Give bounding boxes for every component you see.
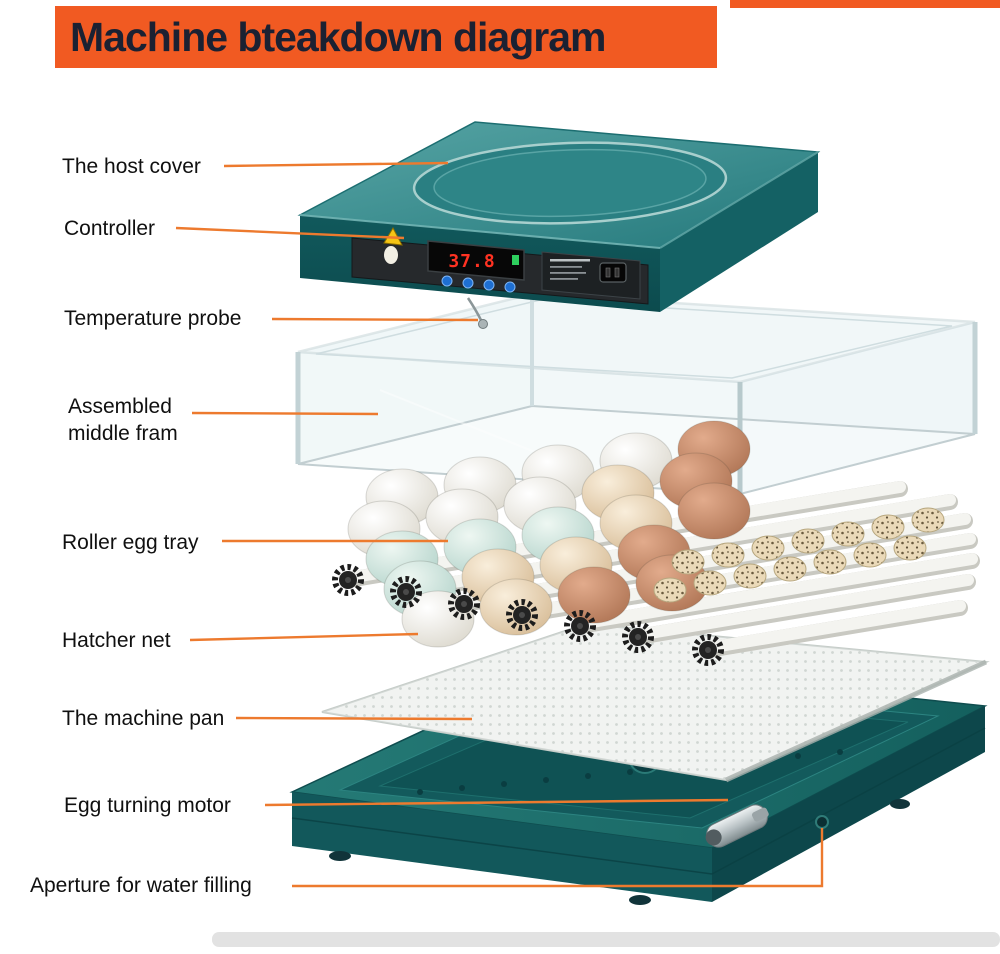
- leader-aperture: [292, 828, 824, 888]
- led-value: 37.8: [448, 251, 495, 272]
- middle-frame: [295, 292, 978, 496]
- roller-gears: [332, 564, 724, 666]
- water-filling-aperture: [815, 815, 829, 829]
- led-green-indicator: [512, 255, 519, 265]
- label-middle-frame-line1: Assembled: [68, 395, 172, 418]
- label-middle-frame-line2: middle fram: [68, 422, 178, 446]
- spec-plate: [541, 251, 641, 300]
- leader-egg-turning-motor: [264, 798, 729, 807]
- label-hatcher-net: Hatcher net: [62, 629, 171, 652]
- banner-top-strip: [730, 0, 1000, 8]
- hatcher-net: [321, 622, 990, 783]
- controller-panel: 37.8: [351, 226, 649, 305]
- pan-foot: [329, 851, 351, 861]
- label-controller: Controller: [64, 217, 156, 240]
- power-socket: [599, 262, 627, 283]
- pan-foot: [890, 799, 910, 809]
- leader-machine-pan: [235, 716, 473, 721]
- label-roller-egg-tray: Roller egg tray: [62, 531, 199, 554]
- label-egg-turning-motor: Egg turning motor: [64, 794, 231, 817]
- page-title: Machine bteakdown diagram: [70, 13, 606, 60]
- leader-controller: [175, 226, 405, 240]
- egg-turning-motor: [705, 804, 769, 848]
- roller-egg-tray: [332, 420, 980, 666]
- leader-hatcher-net: [189, 632, 419, 642]
- egg-icon: [384, 246, 398, 264]
- ground-shadow: [212, 932, 1000, 947]
- pan-foot: [629, 895, 651, 905]
- led-display: 37.8: [427, 240, 525, 281]
- temperature-probe: [466, 297, 488, 329]
- eggs-quail: [653, 507, 945, 603]
- control-buttons: [441, 275, 516, 293]
- label-aperture: Aperture for water filling: [30, 874, 252, 897]
- leader-host-cover: [223, 161, 449, 168]
- label-machine-pan: The machine pan: [62, 707, 225, 730]
- leader-lines: [175, 161, 824, 888]
- label-middle-frame: Assembled middle fram: [68, 393, 178, 448]
- leader-middle-frame: [191, 411, 379, 416]
- label-temperature-probe: Temperature probe: [64, 307, 242, 330]
- leader-temperature-probe: [271, 317, 479, 322]
- title-banner: Machine bteakdown diagram: [55, 6, 717, 68]
- label-host-cover: The host cover: [62, 155, 201, 178]
